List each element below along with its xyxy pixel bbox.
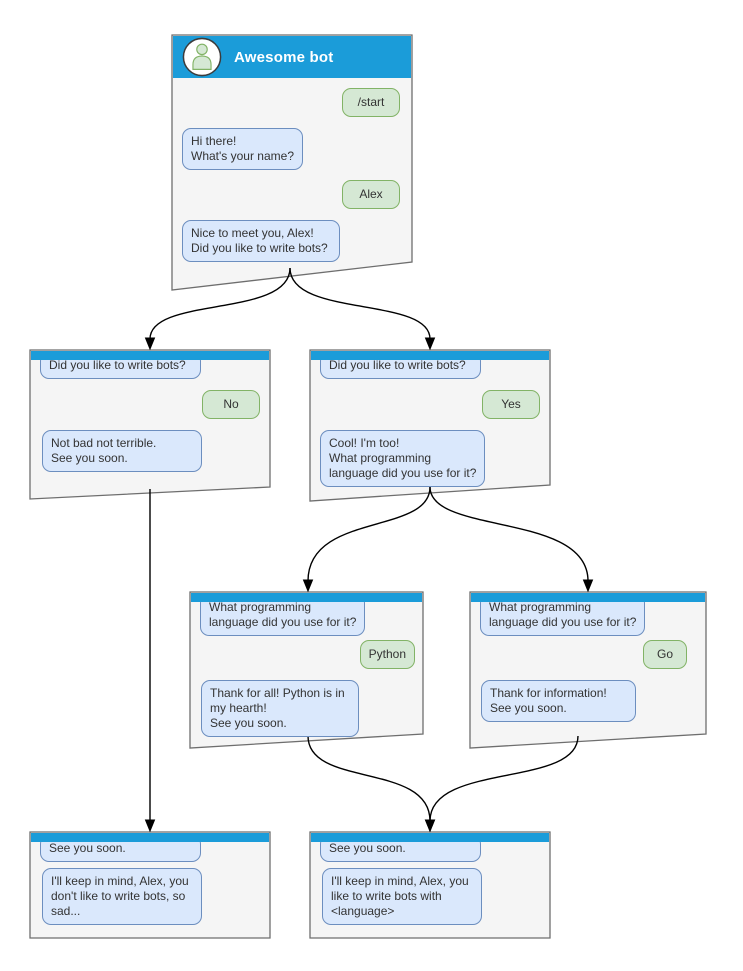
window-header-strip-end-no bbox=[31, 833, 269, 842]
arrowhead-yes-to-python bbox=[302, 579, 314, 593]
arrowhead-main-to-no bbox=[144, 337, 156, 351]
bot-window-title: Awesome bot bbox=[234, 48, 334, 66]
bot-message-bubble-end-no-1[interactable]: I'll keep in mind, Alex, you don't like … bbox=[42, 868, 202, 925]
connector-main-to-no[interactable] bbox=[149, 267, 291, 340]
bot-message-bubble-go-2[interactable]: Thank for information! See you soon. bbox=[481, 680, 636, 722]
window-header-strip-python bbox=[191, 593, 422, 602]
window-header-strip-go bbox=[471, 593, 705, 602]
bot-message-bubble-end-language-1[interactable]: I'll keep in mind, Alex, you like to wri… bbox=[322, 868, 482, 925]
connector-yes-to-python[interactable] bbox=[307, 486, 431, 582]
user-message-bubble-awesome-bot-0[interactable]: /start bbox=[342, 88, 400, 117]
window-header-awesome-bot: Awesome bot bbox=[173, 36, 411, 78]
user-message-bubble-python-1[interactable]: Python bbox=[359, 640, 415, 669]
user-message-bubble-awesome-bot-2[interactable]: Alex bbox=[342, 180, 400, 209]
connector-python-to-end[interactable] bbox=[307, 735, 431, 822]
user-message-bubble-branch-yes-1[interactable]: Yes bbox=[482, 390, 540, 419]
window-header-strip-branch-no bbox=[31, 351, 269, 360]
bot-message-bubble-python-2[interactable]: Thank for all! Python is in my hearth! S… bbox=[201, 680, 359, 737]
user-message-bubble-go-1[interactable]: Go bbox=[643, 640, 687, 669]
bot-message-bubble-branch-yes-2[interactable]: Cool! I'm too! What programming language… bbox=[320, 430, 486, 487]
arrowhead-go-to-end bbox=[424, 819, 436, 833]
arrowhead-no-to-end bbox=[144, 819, 156, 833]
bot-message-bubble-awesome-bot-1[interactable]: Hi there! What's your name? bbox=[182, 128, 304, 170]
window-header-strip-end-language bbox=[311, 833, 549, 842]
connector-yes-to-go[interactable] bbox=[429, 486, 589, 582]
bot-avatar-person-icon bbox=[182, 37, 222, 77]
arrowhead-yes-to-go bbox=[582, 579, 594, 593]
bot-message-bubble-awesome-bot-3[interactable]: Nice to meet you, Alex! Did you like to … bbox=[182, 220, 340, 262]
user-message-bubble-branch-no-1[interactable]: No bbox=[202, 390, 260, 419]
window-header-strip-branch-yes bbox=[311, 351, 549, 360]
connector-main-to-yes[interactable] bbox=[289, 267, 431, 340]
bot-message-bubble-branch-no-2[interactable]: Not bad not terrible. See you soon. bbox=[42, 430, 202, 472]
connector-go-to-end[interactable] bbox=[429, 735, 579, 822]
arrowhead-main-to-yes bbox=[424, 337, 436, 351]
